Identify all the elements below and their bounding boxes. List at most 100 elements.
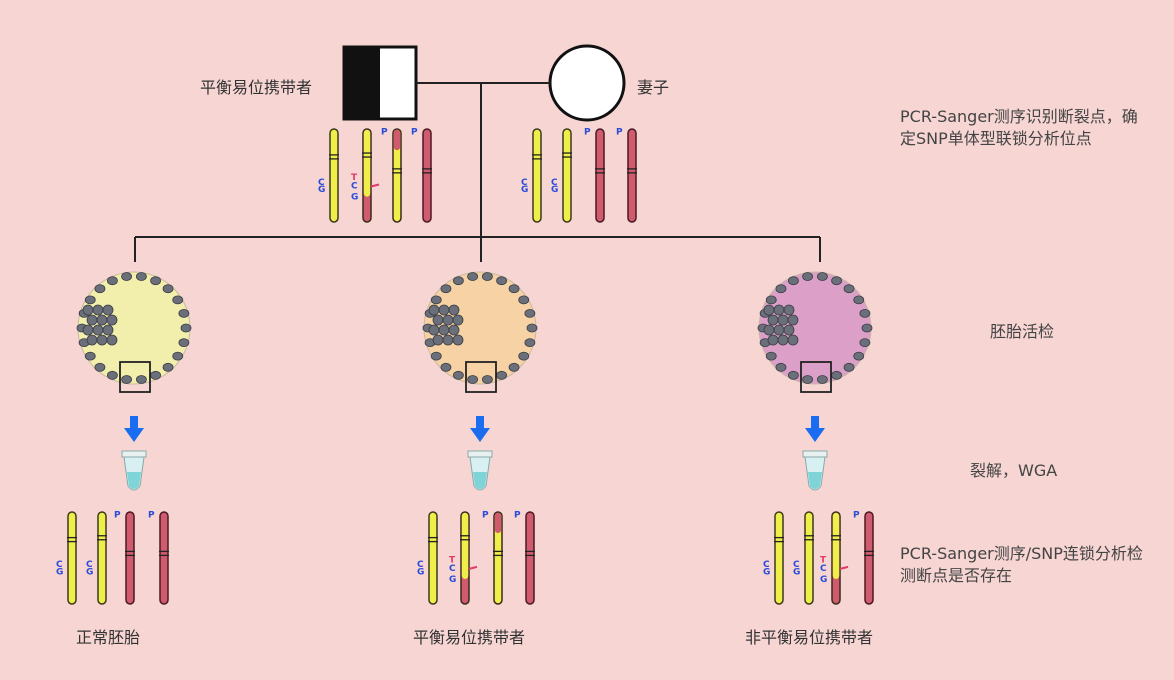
embryo-balanced-chromosome-2-snp-marker-2: G xyxy=(449,575,456,585)
embryo-normal-inner-cell-0-1 xyxy=(92,304,104,316)
embryo-normal-inner-cell-2-1 xyxy=(92,324,104,336)
embryo-unbalanced-trophectoderm-cell-2 xyxy=(853,351,865,361)
embryo-normal-trophectoderm-cell-5 xyxy=(136,375,147,384)
embryo-balanced-inner-cell-0-2 xyxy=(448,304,460,316)
father-chromosome-1-body xyxy=(329,128,339,223)
embryo-normal-trophectoderm-cell-1 xyxy=(178,338,190,348)
embryo-unbalanced-inner-cell-1-0 xyxy=(767,314,779,326)
embryo-balanced-trophectoderm-cell-1 xyxy=(524,338,536,348)
embryo-balanced-inner-cell-2-0 xyxy=(428,324,440,336)
embryo-balanced-inner-cell-2-1 xyxy=(438,324,450,336)
embryo-balanced-chromosome-1-snp-marker-1: G xyxy=(417,568,424,578)
embryo-normal-tube-liquid xyxy=(127,472,141,489)
embryo-unbalanced-chromosome-1-snp-marker-0: C xyxy=(763,560,770,570)
embryo-label-normal: 正常胚胎 xyxy=(76,628,141,647)
embryo-balanced-trophectoderm-cell-6 xyxy=(467,375,478,384)
embryo-label-balanced: 平衡易位携带者 xyxy=(413,628,526,647)
embryo-normal-arrow-head xyxy=(124,428,144,442)
father-chromosome-2-snp-marker-2: G xyxy=(351,193,358,203)
embryo-balanced-inner-cell-0-1 xyxy=(438,304,450,316)
embryo-balanced-chromosome-4: P xyxy=(514,511,535,605)
embryo-balanced-inner-cell-3-2 xyxy=(452,334,464,346)
embryo-normal-trophectoderm-cell-3 xyxy=(162,362,174,372)
embryo-normal-chromosome-4-snp-marker-0: P xyxy=(148,511,155,521)
embryo-balanced-chromosome-2-snp-marker-0: T xyxy=(449,556,456,566)
embryo-unbalanced-trophectoderm-cell-14 xyxy=(775,284,787,294)
embryo-balanced-chromosome-3: P xyxy=(482,511,503,605)
father-chromosome-4-body xyxy=(422,128,432,223)
embryo-normal-biopsy-box xyxy=(119,361,151,393)
embryo-unbalanced-chromosome-2: CG xyxy=(793,511,814,605)
embryo-balanced-trophectoderm-cell-3 xyxy=(508,362,520,372)
embryo-balanced-trophectoderm-cell-17 xyxy=(482,272,493,281)
embryo-normal-inner-cell-3-1 xyxy=(96,334,108,346)
embryo-normal-chromosome-2-snp-marker-1: G xyxy=(86,568,93,578)
embryo-balanced-biopsy-box xyxy=(465,361,497,393)
embryo-normal-chromosome-3-body xyxy=(125,511,135,605)
wife-chromosome-2-body xyxy=(562,128,572,223)
embryo-balanced-trophectoderm-cell-7 xyxy=(452,370,464,380)
embryo-balanced-tube-cap xyxy=(467,450,493,458)
embryo-unbalanced-trophectoderm-cell-9 xyxy=(765,351,777,361)
embryo-normal-trophectoderm-cell-16 xyxy=(121,272,132,281)
embryo-normal-trophectoderm-cell-21 xyxy=(178,308,190,318)
embryo-normal-chromosome-1-body xyxy=(67,511,77,605)
embryo-unbalanced-chromosome-1-snp-marker-1: G xyxy=(763,568,770,578)
wife-chromosome-3: P xyxy=(584,128,605,223)
embryo-unbalanced-arrow-head xyxy=(805,428,825,442)
embryo-normal-chromosome-2-snp-marker-0: C xyxy=(86,560,93,570)
embryo-unbalanced-inner-cell-3-1 xyxy=(777,334,789,346)
father-chromosome-3-top-segment xyxy=(393,129,401,151)
embryo-normal-trophectoderm-cell-4 xyxy=(150,370,162,380)
embryo-normal-trophectoderm-cell-8 xyxy=(94,362,106,372)
embryo-balanced-inner-cell-1-0 xyxy=(432,314,444,326)
embryo-normal-arrow-shaft xyxy=(130,416,138,430)
embryo-normal-trophectoderm-cell-2 xyxy=(172,351,184,361)
embryo-normal-chromosome-2-body xyxy=(97,511,107,605)
embryo-unbalanced-chromosome-4-body xyxy=(864,511,874,605)
wife-chromosome-4: P xyxy=(616,128,637,223)
embryo-balanced-trophectoderm-cell-9 xyxy=(430,351,442,361)
embryo-unbalanced-trophectoderm-cell-8 xyxy=(775,362,787,372)
step-sequencing-breakpoint: PCR-Sanger测序识别断裂点，确定SNP单体型联锁分析位点 xyxy=(900,107,1138,148)
embryo-normal-trophectoderm-cell-18 xyxy=(150,276,162,286)
embryo-unbalanced-inner-cell-0-2 xyxy=(783,304,795,316)
embryo-unbalanced-chromosome-2-body xyxy=(804,511,814,605)
embryo-balanced-trophectoderm-cell-13 xyxy=(430,295,442,305)
embryo-unbalanced-chromosome-3-snp-marker-2: G xyxy=(820,575,827,585)
embryo-unbalanced-trophectoderm-cell-20 xyxy=(853,295,865,305)
wife-chromosome-1: CG xyxy=(521,128,542,223)
wife-chromosome-1-snp-marker-1: G xyxy=(521,185,528,195)
embryo-balanced-chromosome-2-breakpoint-tick-1 xyxy=(468,565,478,570)
embryo-unbalanced-chromosome-3-snp-marker-1: C xyxy=(820,564,827,574)
embryo-normal-chromosome-1: CG xyxy=(56,511,77,605)
embryo-unbalanced-chromosome-1-body xyxy=(774,511,784,605)
embryo-unbalanced-trophectoderm-cell-17 xyxy=(817,272,828,281)
father-chromosome-2: TCG xyxy=(351,128,380,223)
father-chromosome-1-snp-marker-0: C xyxy=(318,178,325,188)
embryo-unbalanced-inner-cell-2-0 xyxy=(763,324,775,336)
embryo-unbalanced-trophectoderm-cell-5 xyxy=(817,375,828,384)
embryo-balanced-chromosome-2-top-segment xyxy=(461,512,469,579)
embryo-unbalanced-trophectoderm-cell-21 xyxy=(859,308,871,318)
embryo-unbalanced-inner-cell-1-2 xyxy=(787,314,799,326)
embryo-balanced-chromosome-3-top-segment xyxy=(494,512,502,533)
embryo-unbalanced-chromosome-4-snp-marker-0: P xyxy=(853,511,860,521)
embryo-unbalanced-biopsy-box xyxy=(800,361,832,393)
embryo-balanced-arrow-shaft xyxy=(476,416,484,430)
embryo-normal-trophectoderm-cell-19 xyxy=(162,284,174,294)
embryo-unbalanced-inner-cell-2-2 xyxy=(783,324,795,336)
embryo-balanced-trophectoderm-cell-4 xyxy=(496,370,508,380)
embryo-balanced-trophectoderm-cell-21 xyxy=(524,308,536,318)
embryo-unbalanced-chromosome-2-snp-marker-0: C xyxy=(793,560,800,570)
embryo-balanced-chromosome-4-body xyxy=(525,511,535,605)
embryo-unbalanced-inner-cell-2-1 xyxy=(773,324,785,336)
wife-chromosome-1-snp-marker-0: C xyxy=(521,178,528,188)
embryo-normal-inner-cell-1-0 xyxy=(86,314,98,326)
embryo-balanced-inner-cell-1-2 xyxy=(452,314,464,326)
embryo-normal-inner-cell-3-0 xyxy=(86,334,98,346)
father-chromosome-1: CG xyxy=(318,128,339,223)
embryo-unbalanced-chromosome-3-top-segment xyxy=(832,512,840,579)
embryo-balanced-inner-cell-1-1 xyxy=(442,314,454,326)
